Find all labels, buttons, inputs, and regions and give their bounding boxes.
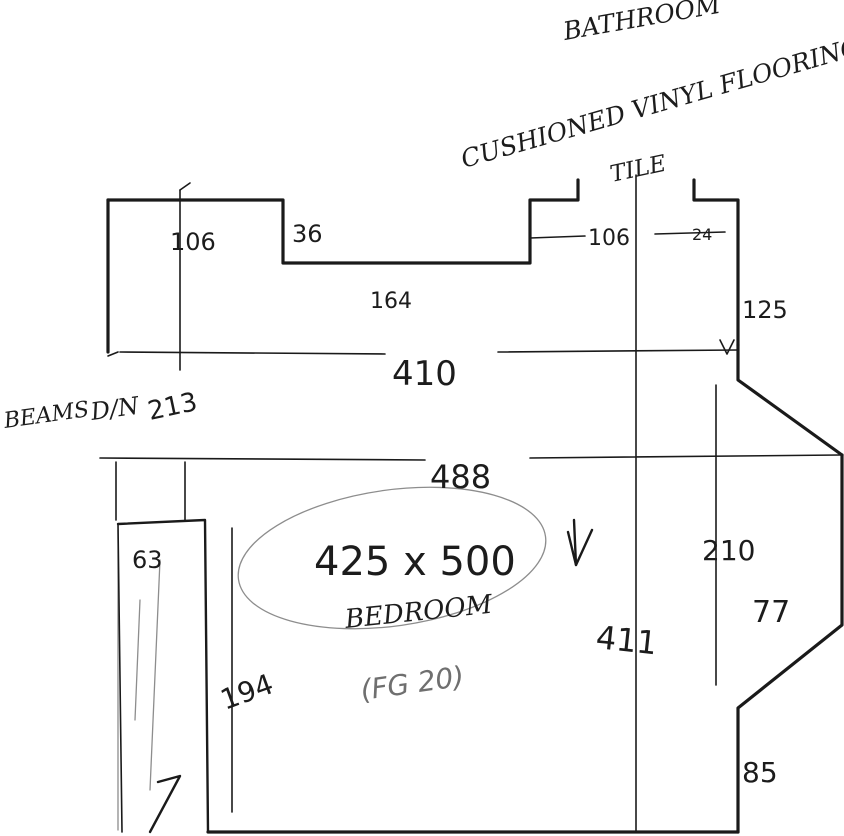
dim-label-77: 77 xyxy=(752,595,790,630)
dim-tick xyxy=(179,182,191,191)
left-note: BEAMS xyxy=(1,397,90,434)
walls xyxy=(106,178,844,834)
closet-hatch-line xyxy=(149,559,161,791)
dim-label-164: 164 xyxy=(370,289,412,314)
seven-stroke xyxy=(148,774,182,834)
dim-line-488-a xyxy=(99,457,426,461)
bedroom-size-ellipse xyxy=(237,486,547,630)
closet-wall xyxy=(116,518,210,834)
closet-hatch-line xyxy=(134,599,141,721)
bay-lower-wall xyxy=(736,453,844,834)
dim-line-410-a xyxy=(119,351,386,355)
dim-tick xyxy=(107,351,119,357)
dim-line-106-right-b xyxy=(654,231,726,235)
dim-label-106-right: 106 xyxy=(588,226,630,251)
dim-line-106-right-a xyxy=(529,235,586,239)
closet-left-edge xyxy=(117,523,123,833)
dim-label-194: 194 xyxy=(216,667,278,716)
dim-label-125: 125 xyxy=(742,296,788,324)
bathroom-title: BATHROOM xyxy=(560,0,724,46)
dim-label-63: 63 xyxy=(132,546,163,574)
dim-line-410-b xyxy=(497,349,739,353)
bedroom-name-label: BEDROOM xyxy=(343,590,495,636)
pencil-guides xyxy=(117,529,161,831)
dim-label-213: 213 xyxy=(145,387,200,427)
bay-upper-wall xyxy=(736,343,844,457)
dim-label-36: 36 xyxy=(292,220,323,248)
left-note-2: D/N xyxy=(88,391,142,426)
bathroom-top-wall xyxy=(106,178,580,265)
down-arrow-shaft xyxy=(572,518,578,567)
dim-label-410: 410 xyxy=(392,354,457,394)
dim-line-488-b xyxy=(529,454,841,459)
bedroom-note-label: (FG 20) xyxy=(358,660,466,707)
bathroom-right-wall xyxy=(692,178,740,347)
dim-label-24: 24 xyxy=(692,225,712,244)
dim-label-411: 411 xyxy=(594,618,659,662)
dim-arrow xyxy=(719,339,735,355)
down-arrow-icon xyxy=(566,528,594,567)
dim-label-210: 210 xyxy=(702,534,755,567)
dim-label-106-left: 106 xyxy=(170,228,216,256)
bathroom-floor-note-2: TILE xyxy=(608,151,669,188)
dim-label-488: 488 xyxy=(430,458,491,496)
dimension-lines xyxy=(99,174,841,833)
dim-label-85: 85 xyxy=(742,756,778,789)
bedroom-size-label: 425 x 500 xyxy=(314,539,516,585)
